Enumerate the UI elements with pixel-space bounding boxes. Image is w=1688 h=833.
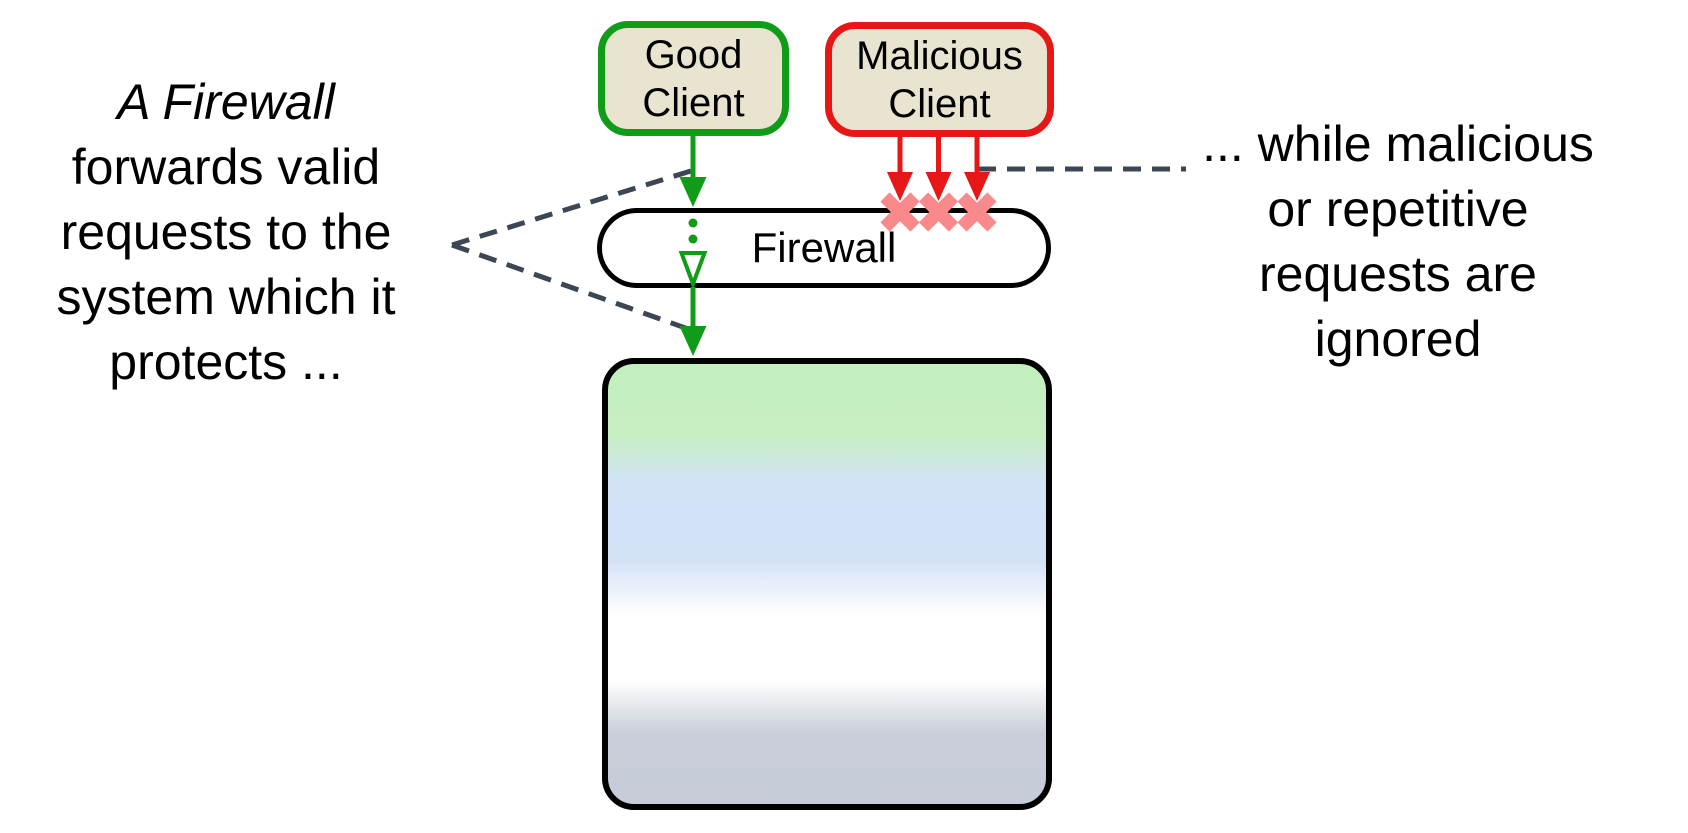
right-caption-line: ignored [1314, 311, 1482, 367]
right-caption-line: ... while malicious [1202, 116, 1594, 172]
right-caption-line: requests are [1259, 246, 1537, 302]
good-client-label: Good Client [642, 32, 745, 125]
firewall-label: Firewall [751, 224, 897, 271]
right-caption: ... while malicious or repetitive reques… [1158, 112, 1638, 372]
malicious-arrowhead [964, 172, 990, 201]
good-client-node: Good Client [598, 21, 789, 136]
malicious-arrowhead [925, 172, 952, 201]
left-caption-line: system which it [56, 269, 396, 325]
firewall-node: Firewall [597, 208, 1051, 288]
right-caption-line: or repetitive [1267, 181, 1529, 237]
left-caption-line: protects ... [109, 334, 343, 390]
malicious-client-node: Malicious Client [825, 22, 1054, 137]
malicious-arrowhead [887, 172, 913, 201]
protected-system-node [602, 358, 1052, 810]
malicious-client-label: Malicious Client [856, 33, 1023, 126]
valid-arrowhead-at-firewall [679, 177, 707, 207]
left-caption-line: forwards valid [71, 139, 381, 195]
valid-arrowhead-at-system [679, 326, 707, 356]
left-caption-line: A Firewall [117, 74, 335, 130]
malicious-request-arrows [887, 137, 990, 201]
left-caption-line: requests to the [60, 204, 392, 260]
left-caption: A Firewall forwards valid requests to th… [2, 70, 450, 395]
